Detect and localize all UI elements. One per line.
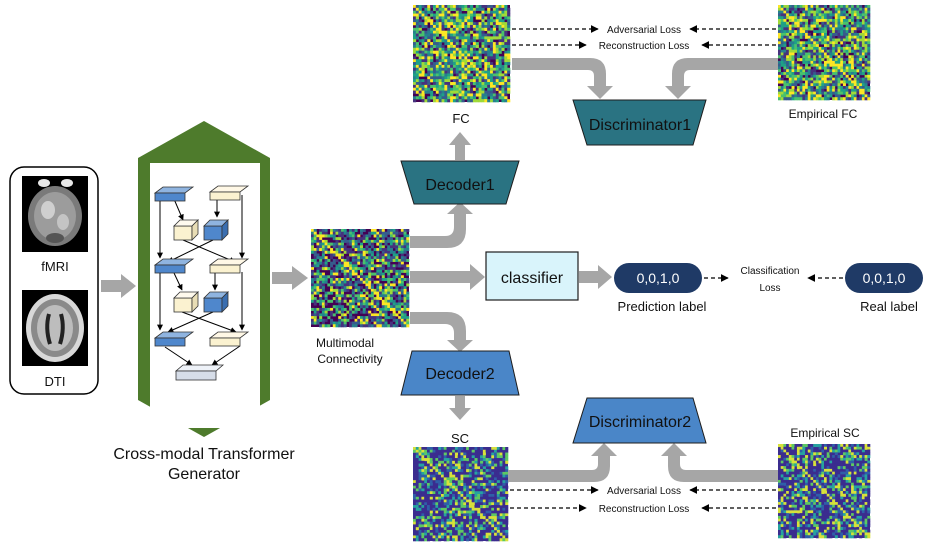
empirical-fc-label: Empirical FC [789,107,858,121]
fc-matrix [413,5,511,103]
arrow-generator-to-multimodal [272,266,308,290]
multimodal-label-line2: Connectivity [317,352,382,366]
real-pill: 0,0,1,0 [845,263,923,293]
arrow-decoder1-to-fc [449,132,471,160]
decoder2: Decoder2 [400,350,520,396]
arrow-input-to-generator [101,274,136,298]
fmri-image [22,176,88,252]
transformer-blocks [153,185,250,381]
multimodal-connectivity-matrix [311,229,410,328]
discriminator1: Discriminator1 [572,99,707,146]
prediction-value: 0,0,1,0 [637,270,680,286]
decoder1: Decoder1 [400,160,520,205]
arrow-classifier-to-prediction [579,265,612,289]
prediction-label: Prediction label [618,299,707,314]
arrow-to-decoder2 [410,312,473,352]
empirical-sc-label: Empirical SC [790,426,860,440]
arrow-to-decoder1 [410,202,473,248]
dti-label: DTI [45,374,66,389]
classification-loss-line1: Classification [741,266,800,277]
classifier-box: classifier [485,251,579,301]
real-label: Real label [860,299,918,314]
arrow-efc-to-discriminator1 [665,58,778,99]
fc-adversarial-loss: Adversarial Loss [607,25,681,36]
classification-loss-line2: Loss [759,283,780,294]
arrow-decoder2-to-sc [449,396,471,420]
generator-title-line2: Generator [168,466,241,483]
arrow-sc-to-discriminator2 [508,443,617,482]
generator-title-line1: Cross-modal Transformer [113,446,295,463]
real-value: 0,0,1,0 [863,270,906,286]
arrow-esc-to-discriminator2 [661,443,778,482]
classifier-label: classifier [501,270,564,287]
fc-loss-arrows [512,25,776,49]
discriminator1-label: Discriminator1 [589,117,691,134]
empirical-fc-matrix [778,5,871,101]
decoder1-label: Decoder1 [425,177,494,194]
prediction-pill: 0,0,1,0 [614,263,702,293]
sc-reconstruction-loss: Reconstruction Loss [599,504,690,515]
discriminator2-label: Discriminator2 [589,414,691,431]
dti-image [22,290,88,366]
empirical-sc-matrix [778,444,871,539]
multimodal-label-line1: Multimodal [316,336,374,350]
discriminator2: Discriminator2 [572,397,707,444]
fc-reconstruction-loss: Reconstruction Loss [599,41,690,52]
decoder2-label: Decoder2 [425,366,494,383]
generator-inner-panel [150,163,260,428]
sc-loss-arrows [510,486,776,512]
sc-adversarial-loss: Adversarial Loss [607,486,681,497]
arrow-fc-to-discriminator1 [512,58,613,99]
fc-label: FC [452,111,469,126]
fmri-label: fMRI [41,259,68,274]
sc-label: SC [451,431,469,446]
flow-arrows [410,58,778,482]
arrow-to-classifier [410,264,485,290]
sc-matrix [413,447,509,542]
